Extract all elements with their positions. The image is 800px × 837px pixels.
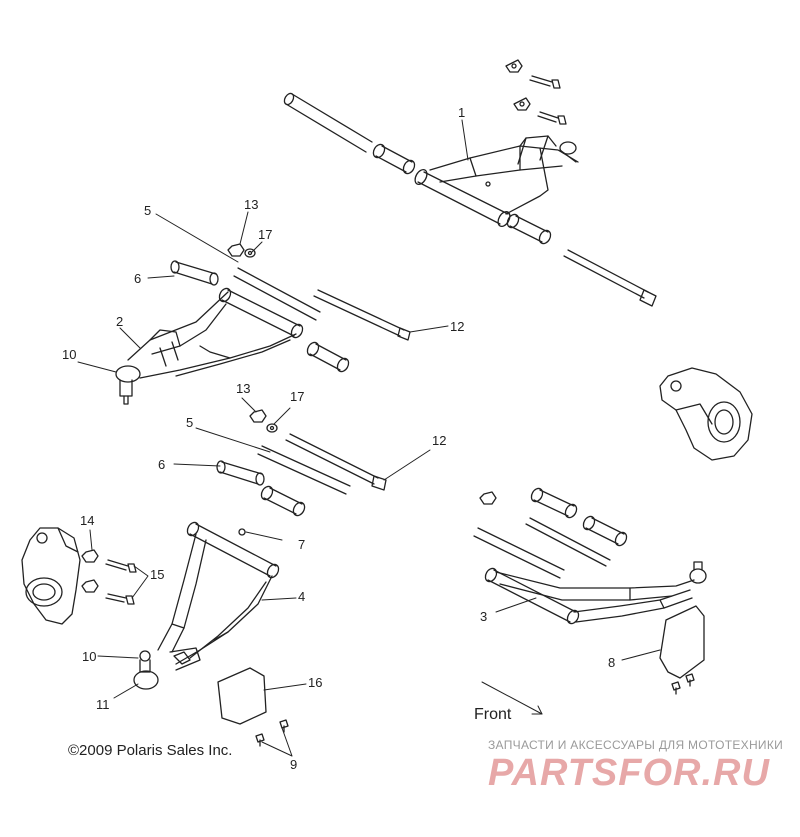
- callout-12: 12: [450, 319, 465, 334]
- through-bolt: [285, 433, 387, 491]
- callout-9: 9: [290, 757, 298, 772]
- pivot-shaft: [257, 445, 351, 495]
- nut: [505, 59, 523, 73]
- through-bolt: [525, 517, 611, 567]
- nut: [249, 409, 267, 423]
- callout-12: 12: [432, 433, 447, 448]
- watermark-logo: PARTSFOR.RU: [488, 752, 770, 794]
- upper-rear-arm-assembly: [283, 59, 657, 307]
- callout-10: 10: [82, 649, 97, 664]
- lower-front-arm-assembly: [21, 521, 289, 747]
- washer: [244, 248, 256, 258]
- callout-1: 1: [458, 105, 466, 120]
- washer: [266, 423, 278, 433]
- screw: [685, 673, 695, 687]
- nut: [513, 97, 531, 111]
- bushing: [306, 341, 350, 373]
- skid-plate: [217, 667, 267, 725]
- lower-rear-arm-assembly: [473, 367, 753, 695]
- nut: [479, 491, 497, 505]
- callout-6: 6: [134, 271, 142, 286]
- upper-front-arm-assembly: [115, 243, 411, 405]
- callout-15: 15: [150, 567, 165, 582]
- watermark-tagline: ЗАПЧАСТИ И АКСЕССУАРЫ ДЛЯ МОТОТЕХНИКИ: [488, 738, 784, 752]
- grease-fitting: [238, 528, 246, 536]
- callout-11: 11: [96, 697, 110, 712]
- front-direction-arrow: [481, 681, 543, 715]
- a-arm-front-lower: [133, 521, 280, 690]
- bushing: [170, 260, 219, 286]
- callout-10: 10: [62, 347, 77, 362]
- a-arm-upper: [414, 135, 579, 228]
- through-bolt: [563, 249, 657, 307]
- screw: [671, 681, 681, 695]
- bolt: [105, 593, 135, 605]
- callout-7: 7: [298, 537, 306, 552]
- pivot-shaft: [233, 267, 321, 321]
- leader-lines: [77, 119, 661, 757]
- bolt: [537, 111, 567, 125]
- callout-5: 5: [144, 203, 152, 218]
- spindle-knuckle: [659, 367, 753, 461]
- nut: [81, 579, 99, 593]
- a-arm-front-upper: [115, 287, 304, 405]
- callout-2: 2: [116, 314, 124, 329]
- callout-3: 3: [480, 609, 488, 624]
- callout-5: 5: [186, 415, 194, 430]
- through-bolt: [313, 289, 411, 341]
- bushing: [260, 485, 306, 517]
- copyright-notice: ©2009 Polaris Sales Inc.: [68, 742, 233, 759]
- pivot-shaft: [473, 527, 565, 579]
- screw: [279, 719, 289, 733]
- nut: [81, 549, 99, 563]
- bushing: [530, 487, 578, 519]
- callout-8: 8: [608, 655, 616, 670]
- bushing: [216, 460, 265, 486]
- callout-17: 17: [290, 389, 305, 404]
- bushing: [506, 213, 552, 245]
- lower-front-hardware: [216, 409, 387, 517]
- bolt: [529, 75, 561, 89]
- callout-16: 16: [308, 675, 323, 690]
- callout-17: 17: [258, 227, 273, 242]
- callout-6: 6: [158, 457, 166, 472]
- pivot-shaft-long: [283, 92, 373, 153]
- a-arm-rear-lower: [484, 561, 707, 625]
- callout-4: 4: [298, 589, 306, 604]
- skid-plate: [659, 605, 705, 679]
- screw: [255, 733, 265, 747]
- callout-14: 14: [80, 513, 95, 528]
- nut: [227, 243, 245, 257]
- callout-13: 13: [244, 197, 259, 212]
- bushing: [372, 143, 416, 175]
- bushing: [582, 515, 628, 547]
- spindle-knuckle: [21, 527, 81, 625]
- callout-13: 13: [236, 381, 251, 396]
- bolt: [105, 559, 137, 573]
- front-label: Front: [474, 706, 512, 723]
